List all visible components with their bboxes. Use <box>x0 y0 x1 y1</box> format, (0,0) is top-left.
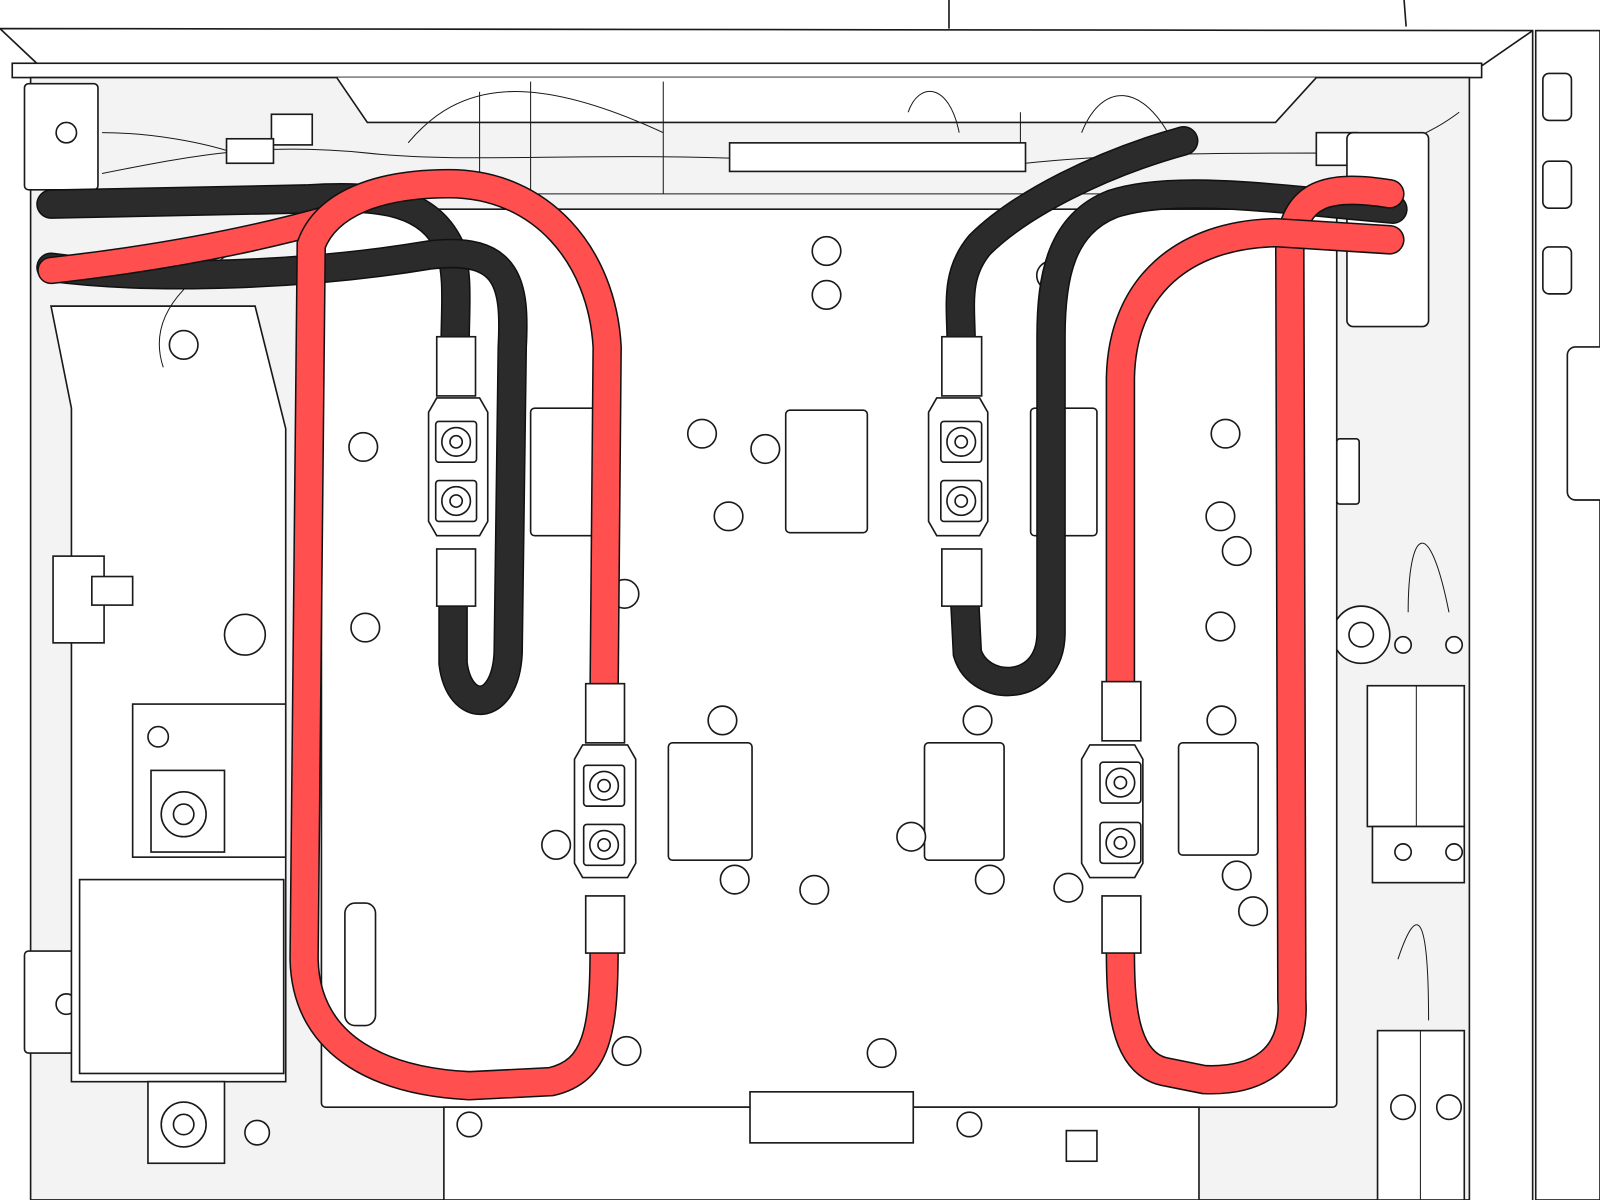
cable-lug-right-upper <box>927 335 989 607</box>
cables <box>36 126 1408 1101</box>
cable-lug-right-lower <box>1080 680 1144 954</box>
heat-shrink-sleeve <box>1101 895 1142 954</box>
mounting-hole <box>896 821 927 852</box>
negative-cable-left <box>36 238 528 716</box>
mounting-hole <box>1205 611 1236 642</box>
heat-shrink-sleeve <box>435 335 477 397</box>
bolt-head-icon <box>597 837 612 852</box>
mounting-hole <box>1221 535 1252 567</box>
heat-shrink-sleeve <box>941 335 983 397</box>
negative-cable-right <box>945 126 1199 362</box>
bolt-head-icon <box>597 778 612 793</box>
top-wire-harness <box>61 77 1460 210</box>
plate-holes <box>348 235 1269 1069</box>
cable-lug-left-upper <box>427 335 489 607</box>
left-side-components <box>23 82 307 1165</box>
positive-cable-left <box>289 168 622 1101</box>
mounting-hole <box>866 1037 897 1069</box>
mounting-hole <box>1205 501 1236 532</box>
mounting-hole <box>1206 705 1237 736</box>
mounting-hole <box>811 235 842 267</box>
positive-cable-right <box>1105 217 1405 709</box>
bolt-head-icon <box>449 434 464 449</box>
mounting-hole <box>750 433 781 465</box>
bolt-head-icon <box>954 434 969 449</box>
mounting-hole <box>962 705 993 736</box>
bolt-head-icon <box>954 494 969 508</box>
bolt-head-icon <box>449 494 464 508</box>
mounting-hole <box>974 864 1005 895</box>
heat-shrink-sleeve <box>1101 680 1142 742</box>
mounting-hole <box>799 874 830 905</box>
mounting-hole <box>611 1035 642 1067</box>
mounting-hole <box>707 705 738 736</box>
mounting-hole <box>541 829 572 860</box>
negative-cable-right <box>949 179 1408 697</box>
bolt-head-icon <box>1113 775 1128 790</box>
mounting-hole <box>713 501 744 532</box>
mounting-hole <box>719 864 750 895</box>
heat-shrink-sleeve <box>584 895 626 954</box>
mounting-hole <box>1237 896 1269 927</box>
positive-cable-right <box>1105 175 1405 1095</box>
mounting-hole <box>811 279 842 310</box>
mounting-hole <box>1221 860 1252 891</box>
heat-shrink-sleeve <box>584 682 626 744</box>
mounting-hole <box>1053 872 1084 903</box>
heat-shrink-sleeve <box>941 548 983 607</box>
positive-cable-left <box>37 205 341 285</box>
mounting-hole <box>686 418 718 449</box>
cable-lugs <box>427 335 1144 954</box>
cable-lug-left-lower <box>573 682 637 954</box>
right-side-components <box>1331 131 1466 1200</box>
mounting-hole <box>348 431 379 463</box>
mounting-hole <box>1210 418 1241 449</box>
bolt-head-icon <box>1113 835 1128 850</box>
mounting-plate <box>320 208 1338 1200</box>
heat-shrink-sleeve <box>435 548 477 607</box>
mounting-hole <box>350 612 381 643</box>
